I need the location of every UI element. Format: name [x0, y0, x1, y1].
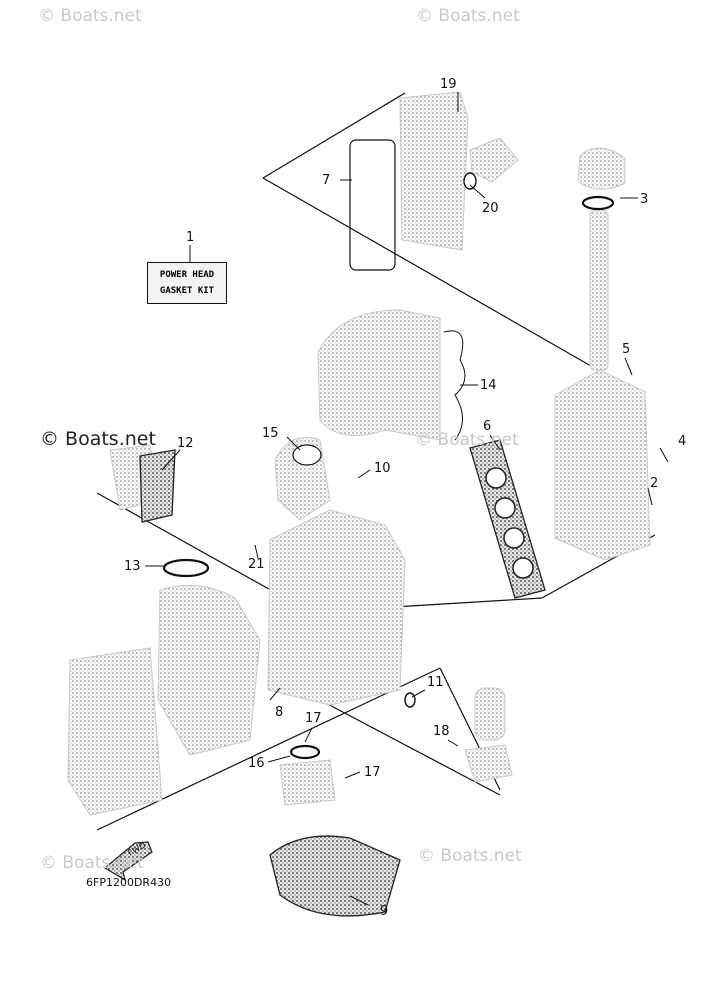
exhaust-manifold [274, 309, 441, 521]
diagram-code: 6FP1200DR430 [86, 876, 172, 889]
callout-17-upper: 17 [305, 711, 322, 726]
callout-15: 15 [262, 426, 279, 441]
callout-14: 14 [480, 378, 497, 393]
watermark-bottom-right: © Boats.net [418, 846, 522, 866]
watermark-top-left: © Boats.net [38, 6, 142, 26]
callout-3: 3 [640, 192, 648, 207]
watermark-top-right: © Boats.net [416, 6, 520, 26]
oil-filter [464, 687, 513, 783]
callout-20: 20 [482, 201, 499, 216]
kit-label-line1: POWER HEAD [159, 270, 215, 280]
callout-numbers: 1 2 3 4 5 6 7 8 9 10 11 12 13 14 15 16 1… [124, 77, 686, 919]
power-head-gasket-kit-label: POWER HEAD GASKET KIT [147, 262, 227, 304]
callout-8: 8 [275, 705, 283, 720]
callout-11: 11 [427, 675, 444, 690]
callout-2: 2 [650, 476, 658, 491]
gaskets [139, 330, 546, 917]
callout-5: 5 [622, 342, 630, 357]
callout-13: 13 [124, 559, 141, 574]
camshaft-and-cylinder-head [554, 147, 651, 561]
callout-18: 18 [433, 724, 450, 739]
upper-cover-assembly [349, 91, 519, 271]
kit-label-line2: GASKET KIT [159, 286, 215, 296]
cylinder-block [267, 509, 406, 706]
watermark-middle-right: © Boats.net [415, 430, 519, 450]
callout-9: 9 [380, 904, 388, 919]
callout-6: 6 [483, 419, 491, 434]
leader-lines [145, 92, 669, 906]
callout-17-lower: 17 [364, 765, 381, 780]
callout-4: 4 [678, 434, 686, 449]
callout-10: 10 [374, 461, 391, 476]
watermark-middle-left: © Boats.net [40, 428, 156, 450]
callout-7: 7 [322, 173, 330, 188]
callout-19: 19 [440, 77, 457, 92]
callout-1: 1 [186, 230, 194, 245]
callout-12: 12 [177, 436, 194, 451]
lower-housing [279, 759, 336, 806]
watermark-bottom-left: © Boats.net [40, 853, 144, 873]
callout-16: 16 [248, 756, 265, 771]
callout-21: 21 [248, 557, 265, 572]
